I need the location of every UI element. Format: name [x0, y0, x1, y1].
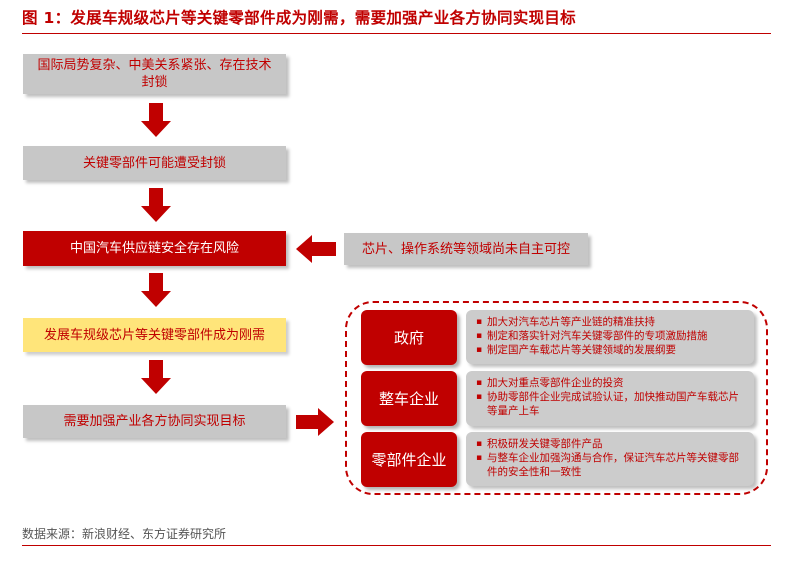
source-note: 数据来源：新浪财经、东方证券研究所 — [22, 527, 227, 541]
actor-parts-supplier: 零部件企业 — [361, 432, 457, 487]
bottom-rule — [22, 545, 771, 546]
government-measures: 加大对汽车芯片等产业链的精准扶持 制定和落实针对汽车关键零部件的专项激励措施 制… — [466, 310, 754, 364]
down-arrow-icon — [141, 188, 171, 222]
down-arrow-icon — [141, 273, 171, 307]
stakeholder-group — [345, 301, 768, 495]
down-arrow-icon — [141, 360, 171, 394]
title-rule — [22, 33, 771, 34]
actor-government: 政府 — [361, 310, 457, 365]
list-item: 与整车企业加强沟通与合作，保证汽车芯片等关键零部件的安全性和一致性 — [476, 451, 746, 479]
automaker-measures: 加大对重点零部件企业的投资 协助零部件企业完成试验认证，加快推动国产车载芯片等量… — [466, 371, 754, 426]
list-item: 协助零部件企业完成试验认证，加快推动国产车载芯片等量产上车 — [476, 390, 746, 418]
parts-supplier-measures: 积极研发关键零部件产品 与整车企业加强沟通与合作，保证汽车芯片等关键零部件的安全… — [466, 432, 754, 486]
right-arrow-icon — [296, 408, 334, 436]
flow-step-3: 中国汽车供应链安全存在风险 — [23, 231, 286, 266]
flow-step-2: 关键零部件可能遭受封锁 — [23, 146, 286, 180]
list-item: 积极研发关键零部件产品 — [476, 437, 746, 451]
left-arrow-icon — [296, 235, 336, 263]
flow-step-5: 需要加强产业各方协同实现目标 — [23, 405, 286, 438]
down-arrow-icon — [141, 103, 171, 137]
list-item: 制定国产车载芯片等关键领域的发展纲要 — [476, 343, 746, 357]
flow-step-4: 发展车规级芯片等关键零部件成为刚需 — [23, 318, 286, 352]
list-item: 制定和落实针对汽车关键零部件的专项激励措施 — [476, 329, 746, 343]
side-cause-box: 芯片、操作系统等领域尚未自主可控 — [344, 233, 588, 265]
flow-step-1: 国际局势复杂、中美关系紧张、存在技术封锁 — [23, 54, 286, 94]
figure-title: 图 1：发展车规级芯片等关键零部件成为刚需，需要加强产业各方协同实现目标 — [22, 9, 576, 27]
actor-automaker: 整车企业 — [361, 371, 457, 426]
list-item: 加大对汽车芯片等产业链的精准扶持 — [476, 315, 746, 329]
list-item: 加大对重点零部件企业的投资 — [476, 376, 746, 390]
